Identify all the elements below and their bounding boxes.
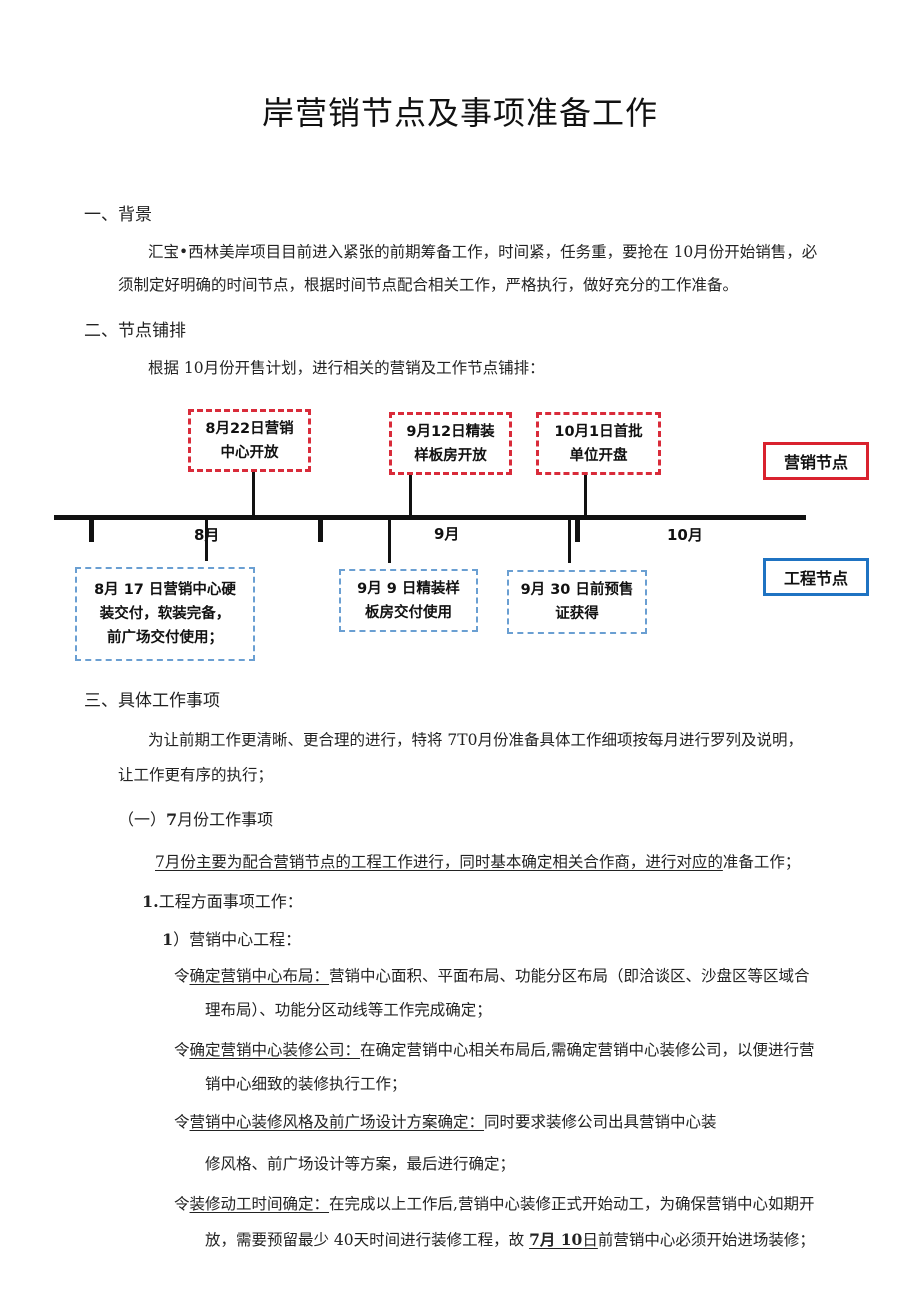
july-summary: 7月份主要为配合营销节点的工程工作进行，同时基本确定相关合作商，进行对应的准备工…	[155, 850, 800, 872]
node-text-line: 9月 9 日精装样	[357, 580, 460, 597]
bullet-text: 营销中心面积、平面布局、功能分区布局（即洽谈区、沙盘区等区域合	[329, 967, 810, 985]
bullet-title: 确定营销中心布局：	[189, 967, 330, 985]
bullet-text: 同时要求装修公司出具营销中心装	[484, 1113, 717, 1131]
node-text-line: 8月 17 日营销中心硬	[94, 582, 236, 598]
node-text-line: 8月22日营销	[205, 420, 294, 437]
tasks-paragraph-line1: 为让前期工作更清晰、更合理的进行，特将 7T0月份准备具体工作细项按每月进行罗列…	[148, 731, 803, 749]
bullet-title: 营销中心装修风格及前广场设计方案确定：	[189, 1113, 485, 1131]
deadline-date: 7月 10	[529, 1230, 583, 1249]
subsection-title: 月份工作事项	[177, 810, 274, 829]
subsection-heading-july: （一）7月份工作事项	[118, 806, 273, 830]
tasks-paragraph-line2: 让工作更有序的执行；	[118, 766, 274, 784]
bullet-confirm-decoration-company-cont: 销中心细致的装修执行工作；	[205, 1075, 407, 1093]
timeline-diagram: 8月 9月 10月 8月22日营销 中心开放 9月12日精装 样板房开放 10月…	[0, 400, 920, 670]
node-text-line: 9月12日精装	[406, 423, 495, 440]
node-text-line: 证获得	[555, 606, 599, 622]
marketing-connector	[584, 474, 587, 517]
node-text-line: 10月1日首批	[554, 423, 643, 440]
bullet-text: 在完成以上工作后,营销中心装修正式开始动工，为确保营销中心如期开	[329, 1195, 815, 1213]
nodes-intro: 根据 10月份开售计划，进行相关的营销及工作节点铺排：	[148, 359, 545, 377]
node-text-line: 9月 30 日前预售	[520, 582, 634, 598]
bullet-decoration-style-plaza-design-cont: 修风格、前广场设计等方案，最后进行确定；	[205, 1155, 516, 1173]
section-heading-nodes: 二、节点铺排	[84, 321, 186, 341]
item-label: ）营销中心工程：	[173, 930, 302, 949]
bullet-confirm-decoration-company: 令确定营销中心装修公司：在确定营销中心相关布局后,需确定营销中心装修公司，以便进…	[174, 1038, 814, 1060]
background-paragraph-line2: 须制定好明确的时间节点，根据时间节点配合相关工作，严格执行，做好充分的工作准备。	[118, 276, 739, 294]
engineering-connector	[568, 517, 571, 563]
bullet-decoration-style-plaza-design: 令营销中心装修风格及前广场设计方案确定：同时要求装修公司出具营销中心装	[174, 1110, 717, 1132]
legend-marketing-nodes: 营销节点	[763, 442, 869, 480]
bullet-construction-start-date: 令装修动工时间确定：在完成以上工作后,营销中心装修正式开始动工，为确保营销中心如…	[174, 1192, 814, 1214]
month-label-sep: 9月	[434, 525, 460, 543]
july-summary-underlined: 7月份主要为配合营销节点的工程工作进行，同时基本确定相关合作商，进行对应的	[155, 853, 723, 871]
background-paragraph-line1: 汇宝•西林美岸项目目前进入紧张的前期筹备工作，时间紧，任务重，要抢在 10月份开…	[148, 243, 818, 261]
item-sales-center-works: 1）营销中心工程：	[162, 926, 301, 950]
item-label: 工程方面事项工作：	[158, 892, 303, 911]
month-label-oct: 10月	[667, 526, 703, 544]
marketing-connector	[409, 474, 412, 517]
marketing-connector	[252, 471, 255, 517]
section-heading-background: 一、背景	[84, 205, 152, 225]
node-text-line: 单位开盘	[569, 447, 628, 464]
bullet-confirm-layout: 令确定营销中心布局：营销中心面积、平面布局、功能分区布局（即洽谈区、沙盘区等区域…	[174, 964, 810, 986]
july-summary-rest: 准备工作；	[722, 853, 801, 871]
bullet-marker: 令	[174, 1195, 190, 1213]
item-engineering-tasks: 1.工程方面事项工作：	[142, 888, 303, 912]
legend-engineering-nodes: 工程节点	[763, 558, 869, 596]
item-number: 1	[162, 930, 174, 949]
bullet-title: 确定营销中心装修公司：	[189, 1041, 361, 1059]
month-tick	[89, 518, 94, 542]
document-title: 岸营销节点及事项准备工作	[261, 94, 658, 132]
node-text-line: 中心开放	[220, 444, 279, 461]
timeline-axis	[54, 515, 806, 520]
subsection-prefix: （一）	[118, 810, 167, 829]
marketing-node-first-launch: 10月1日首批 单位开盘	[536, 412, 661, 475]
bullet-text: 前营销中心必须开始进场装修；	[597, 1231, 815, 1249]
bullet-marker: 令	[174, 1041, 190, 1059]
month-tick	[575, 518, 580, 542]
engineering-connector	[205, 517, 208, 561]
engineering-node-sales-center-handover: 8月 17 日营销中心硬 装交付，软装完备， 前广场交付使用；	[75, 567, 255, 661]
node-text-line: 样板房开放	[414, 447, 487, 464]
month-tick	[318, 518, 323, 542]
node-text-line: 前广场交付使用；	[107, 630, 223, 646]
bullet-marker: 令	[174, 967, 190, 985]
item-number: 1.	[142, 892, 159, 911]
bullet-title: 装修动工时间确定：	[189, 1195, 330, 1213]
engineering-node-showflat-handover: 9月 9 日精装样 板房交付使用	[339, 569, 478, 632]
marketing-node-showflat-open: 9月12日精装 样板房开放	[389, 412, 512, 475]
bullet-text: 在确定营销中心相关布局后,需确定营销中心装修公司，以便进行营	[360, 1041, 815, 1059]
engineering-node-presale-permit: 9月 30 日前预售 证获得	[507, 570, 647, 634]
node-text-line: 装交付，软装完备，	[99, 606, 231, 622]
deadline-date-suffix: 日	[582, 1231, 598, 1249]
section-heading-tasks: 三、具体工作事项	[84, 691, 220, 711]
engineering-connector	[388, 517, 391, 563]
bullet-confirm-layout-cont: 理布局）、功能分区动线等工作完成确定；	[205, 1001, 492, 1019]
bullet-construction-start-date-cont: 放，需要预留最少 40天时间进行装修工程，故 7月 10日前营销中心必须开始进场…	[205, 1228, 815, 1250]
bullet-marker: 令	[174, 1113, 190, 1131]
marketing-node-sales-center-open: 8月22日营销 中心开放	[188, 409, 311, 472]
subsection-month-number: 7	[166, 810, 178, 829]
node-text-line: 板房交付使用	[365, 604, 452, 621]
bullet-text: 放，需要预留最少 40天时间进行装修工程，故	[205, 1231, 530, 1249]
